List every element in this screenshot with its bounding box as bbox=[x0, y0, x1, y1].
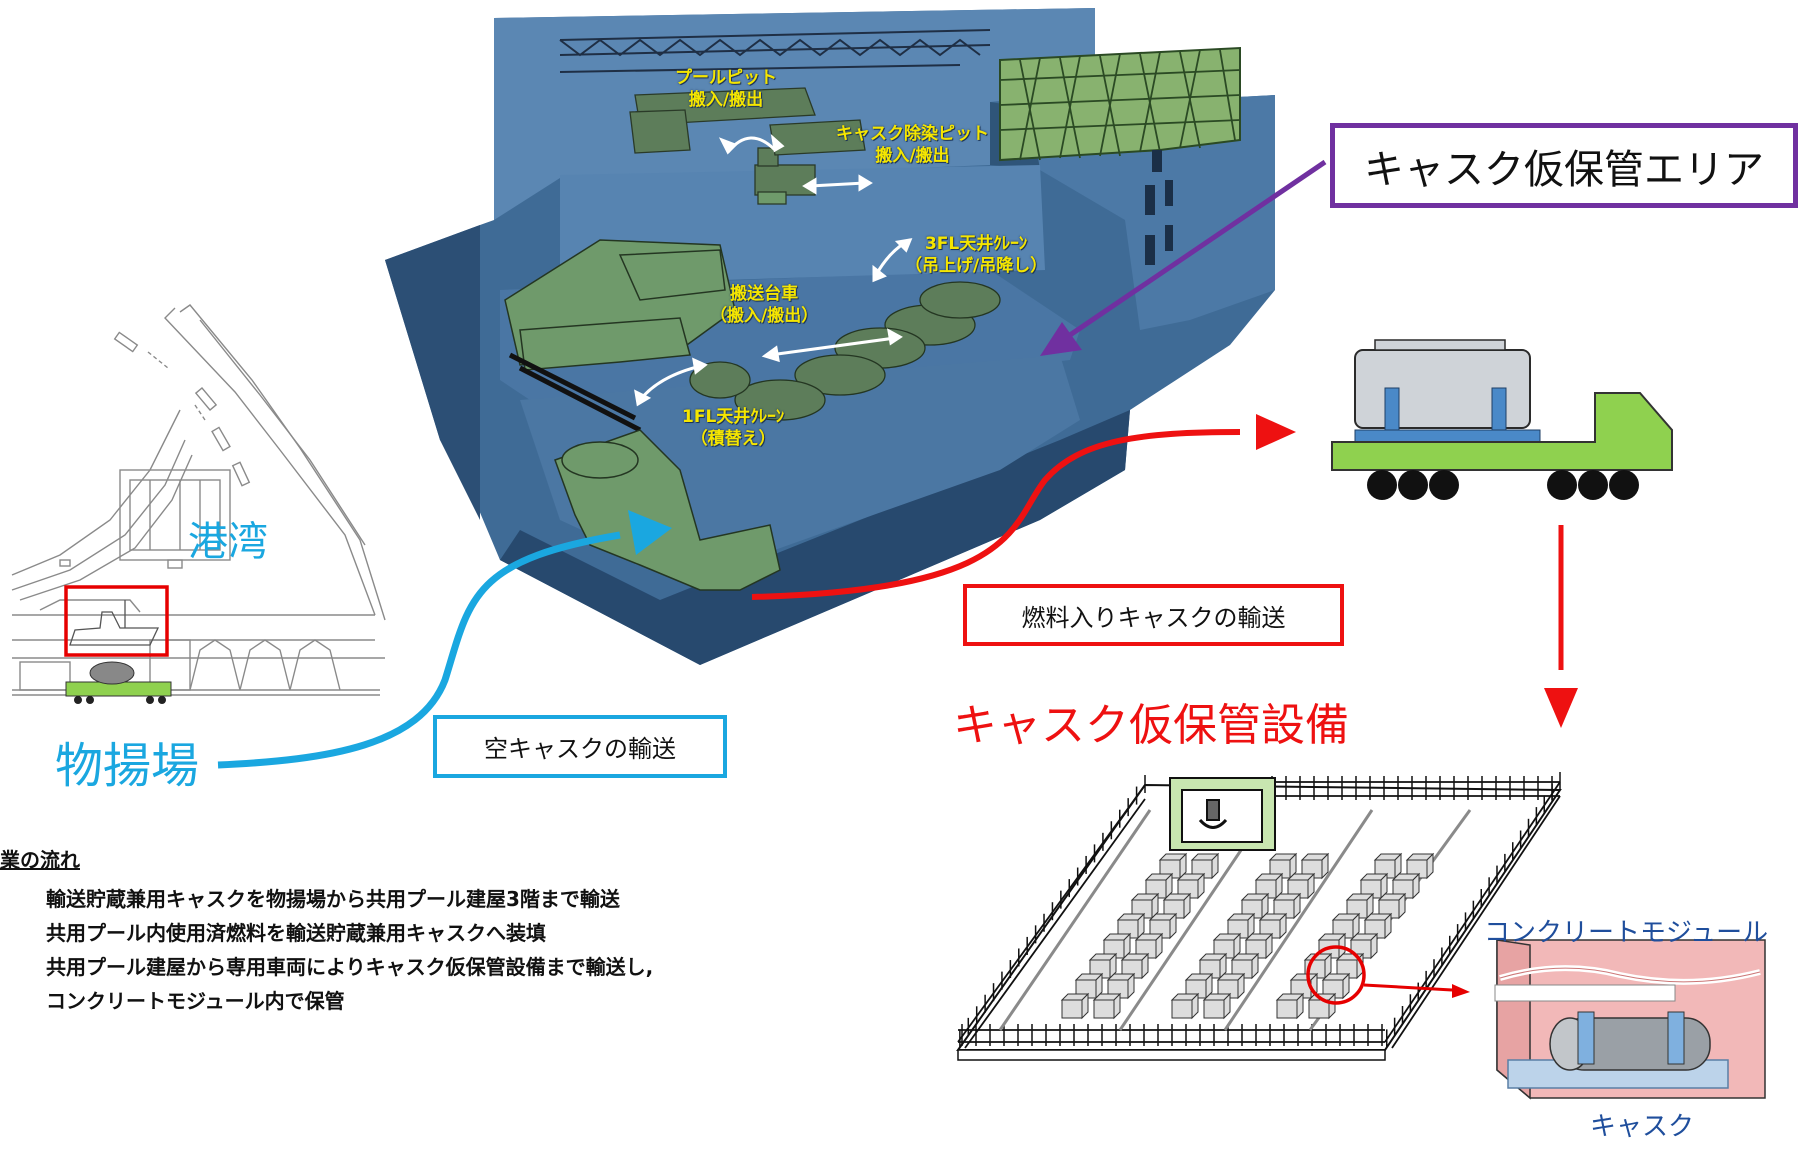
crane-1fl-label: 1FL天井ｸﾚｰﾝ （積替え） bbox=[682, 406, 784, 450]
facility-title: キャスク仮保管設備 bbox=[953, 700, 1349, 751]
storage-module bbox=[1275, 992, 1305, 1020]
transport-cart-label: 搬送台車 （搬入/搬出） bbox=[710, 283, 818, 327]
crane-1fl-label-line1: 1FL天井ｸﾚｰﾝ bbox=[682, 407, 785, 427]
loaded-transport-box: 燃料入りキャスクの輸送 bbox=[963, 584, 1344, 646]
storage-module bbox=[1373, 852, 1403, 880]
storage-module bbox=[1120, 952, 1150, 980]
loaded-transport-label: 燃料入りキャスクの輸送 bbox=[1021, 603, 1286, 632]
storage-module bbox=[1184, 972, 1214, 1000]
empty-cask-flow-arrowhead bbox=[628, 510, 672, 555]
storage-module bbox=[1202, 992, 1232, 1020]
transport-cart-label-line2: （搬入/搬出） bbox=[710, 306, 819, 326]
crane-3fl-label-line1: 3FL天井ｸﾚｰﾝ bbox=[924, 234, 1028, 254]
storage-area-pointer-line bbox=[1068, 159, 1327, 338]
storage-module bbox=[1170, 992, 1200, 1020]
workflow-step-1: 輸送貯蔵兼用キャスクを物揚場から共用プール建屋3階まで輸送 bbox=[46, 887, 620, 911]
storage-module bbox=[1391, 872, 1421, 900]
pool-pit-label-line1: プールピット bbox=[675, 68, 777, 88]
harbor-label: 港湾 bbox=[188, 519, 268, 565]
vehicle-to-facility-arrowhead bbox=[1544, 688, 1578, 728]
concrete-module-label: コンクリートモジュール bbox=[1484, 918, 1769, 948]
storage-module bbox=[1092, 992, 1122, 1020]
loaded-cask-flow-arrow bbox=[751, 429, 1241, 600]
temp-storage-area-box: キャスク仮保管エリア bbox=[1330, 123, 1798, 208]
cask-decon-pit-label-line1: キャスク除染ピット bbox=[836, 124, 989, 144]
cask-label: キャスク bbox=[1590, 1112, 1695, 1142]
storage-module bbox=[1102, 932, 1132, 960]
cask-decon-pit-label-line2: 搬入/搬出 bbox=[875, 146, 950, 166]
storage-module bbox=[1106, 972, 1136, 1000]
pool-pit-label-line2: 搬入/搬出 bbox=[688, 90, 764, 110]
storage-module bbox=[1198, 952, 1228, 980]
cask-decon-pit-label: キャスク除染ピット 搬入/搬出 bbox=[836, 123, 989, 167]
temp-storage-area-label: キャスク仮保管エリア bbox=[1364, 146, 1764, 193]
empty-cask-flow-arrow bbox=[217, 531, 621, 769]
unloading-area-label: 物揚場 bbox=[55, 738, 200, 794]
pool-pit-label: プールピット 搬入/搬出 bbox=[675, 67, 777, 111]
transport-cart-label-line1: 搬送台車 bbox=[730, 284, 799, 304]
storage-module bbox=[1212, 932, 1242, 960]
workflow-step-3: 共用プール建屋から専用車両によりキャスク仮保管設備まで輸送し, bbox=[46, 955, 654, 979]
storage-area-pointer-head bbox=[1040, 322, 1082, 356]
storage-module bbox=[1240, 892, 1270, 920]
empty-transport-label: 空キャスクの輸送 bbox=[484, 735, 676, 763]
crane-3fl-label-line2: （吊上げ/吊降し） bbox=[905, 256, 1048, 276]
crane-3fl-label: 3FL天井ｸﾚｰﾝ （吊上げ/吊降し） bbox=[905, 233, 1047, 277]
workflow-title: 業の流れ bbox=[0, 848, 80, 872]
loaded-cask-flow-arrowhead bbox=[1256, 414, 1296, 450]
workflow-step-2: 共用プール内使用済燃料を輸送貯蔵兼用キャスクへ装填 bbox=[46, 921, 546, 945]
storage-module bbox=[1405, 852, 1435, 880]
empty-transport-box: 空キャスクの輸送 bbox=[433, 715, 727, 778]
storage-module bbox=[1254, 872, 1284, 900]
workflow-step-4: コンクリートモジュール内で保管 bbox=[46, 989, 345, 1013]
crane-1fl-label-line2: （積替え） bbox=[690, 429, 776, 449]
storage-module bbox=[1060, 992, 1090, 1020]
